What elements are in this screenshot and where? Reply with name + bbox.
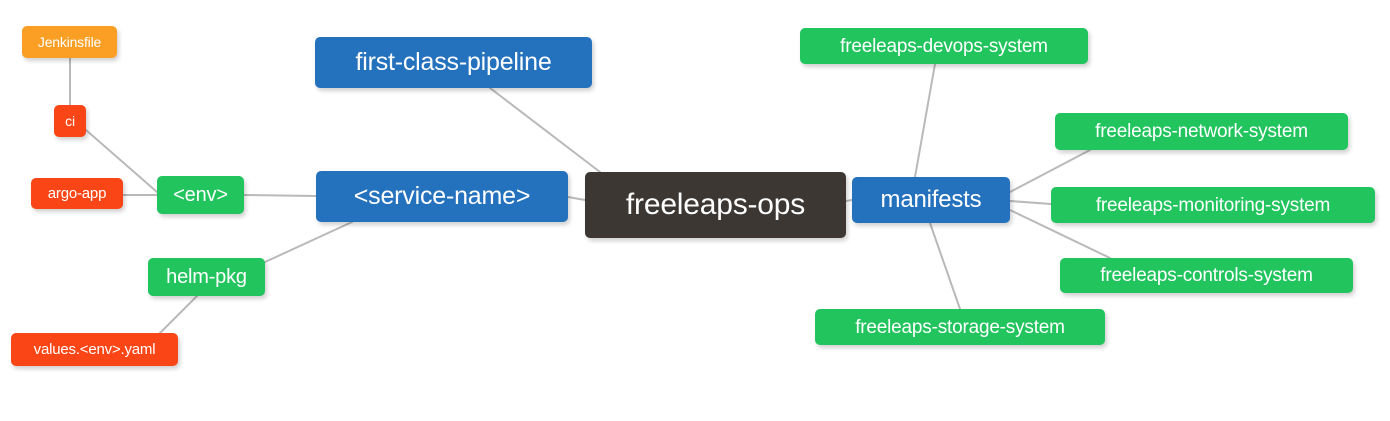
node-freeleaps-monitoring-system[interactable]: freeleaps-monitoring-system [1051, 187, 1375, 223]
node-label: first-class-pipeline [355, 48, 552, 76]
node-label: freeleaps-controls-system [1100, 265, 1313, 286]
node-service-name[interactable]: <service-name> [316, 171, 568, 222]
edge-first-class-pipeline-to-freeleaps-ops [489, 87, 601, 173]
node-argo-app[interactable]: argo-app [31, 178, 123, 209]
edge-manifests-to-freeleaps-network-system [1009, 149, 1091, 193]
node-env[interactable]: <env> [157, 176, 244, 214]
node-label: ci [65, 113, 75, 129]
node-ci[interactable]: ci [54, 105, 86, 137]
node-freeleaps-network-system[interactable]: freeleaps-network-system [1055, 113, 1348, 150]
node-label: freeleaps-network-system [1095, 121, 1308, 142]
node-label: freeleaps-monitoring-system [1095, 194, 1331, 216]
node-label: Jenkinsfile [37, 34, 102, 50]
node-label: values.<env>.yaml [33, 341, 156, 358]
node-label: <env> [173, 184, 228, 206]
node-freeleaps-devops-system[interactable]: freeleaps-devops-system [800, 28, 1088, 64]
node-values-env-yaml[interactable]: values.<env>.yaml [11, 333, 178, 366]
edge-env-to-service-name [243, 194, 317, 197]
edge-values-env-yaml-to-helm-pkg [159, 295, 198, 334]
node-label: freeleaps-devops-system [840, 35, 1048, 57]
node-label: freeleaps-storage-system [855, 316, 1065, 338]
node-label: <service-name> [353, 182, 531, 210]
edge-manifests-to-freeleaps-devops-system [914, 63, 936, 178]
node-freeleaps-ops[interactable]: freeleaps-ops [585, 172, 846, 238]
node-manifests[interactable]: manifests [852, 177, 1010, 223]
node-freeleaps-storage-system[interactable]: freeleaps-storage-system [815, 309, 1105, 345]
node-label: manifests [880, 186, 982, 213]
node-label: argo-app [47, 185, 107, 202]
edge-service-name-to-freeleaps-ops [567, 196, 586, 201]
edge-manifests-to-freeleaps-storage-system [929, 222, 961, 310]
node-first-class-pipeline[interactable]: first-class-pipeline [315, 37, 592, 88]
node-label: freeleaps-ops [625, 188, 806, 221]
node-jenkinsfile[interactable]: Jenkinsfile [22, 26, 117, 58]
edge-helm-pkg-to-service-name [264, 221, 353, 263]
node-label: helm-pkg [166, 266, 247, 288]
node-freeleaps-controls-system[interactable]: freeleaps-controls-system [1060, 258, 1353, 293]
node-helm-pkg[interactable]: helm-pkg [148, 258, 265, 296]
edge-manifests-to-freeleaps-monitoring-system [1009, 200, 1052, 205]
